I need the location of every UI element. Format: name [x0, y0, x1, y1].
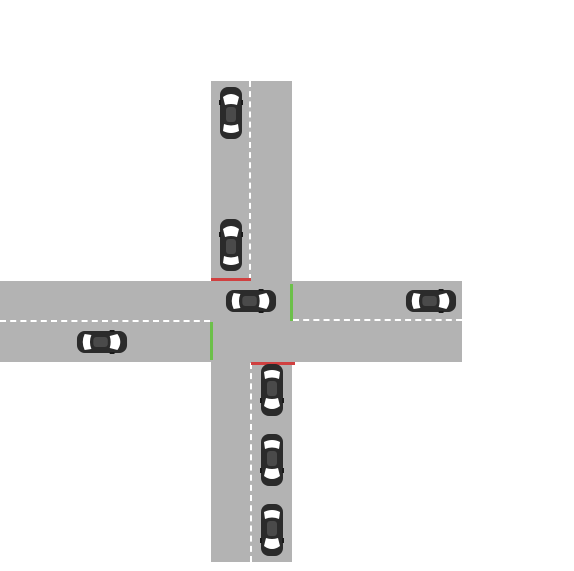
car-intersection[interactable]: [225, 289, 277, 313]
south-lane-divider: [250, 363, 252, 562]
car-icon: [225, 289, 277, 313]
car-icon: [260, 434, 284, 486]
north-stop-signal: [211, 278, 251, 281]
south-stop-signal: [251, 362, 295, 365]
west-go-signal: [210, 322, 213, 360]
west-lane-divider: [0, 320, 210, 322]
car-icon: [260, 504, 284, 556]
north-lane-divider: [249, 81, 251, 280]
car-west-lane[interactable]: [76, 330, 128, 354]
car-north-lane-2[interactable]: [219, 218, 243, 272]
car-east-lane[interactable]: [405, 289, 457, 313]
east-lane-divider: [293, 319, 462, 321]
car-icon: [219, 87, 243, 139]
car-icon: [260, 364, 284, 416]
car-icon: [219, 219, 243, 271]
car-south-lane-3[interactable]: [260, 503, 284, 557]
car-south-lane-2[interactable]: [260, 433, 284, 487]
car-icon: [405, 289, 457, 313]
car-icon: [76, 330, 128, 354]
car-south-lane-1[interactable]: [260, 363, 284, 417]
east-go-signal: [290, 284, 293, 321]
car-north-lane-1[interactable]: [219, 86, 243, 140]
